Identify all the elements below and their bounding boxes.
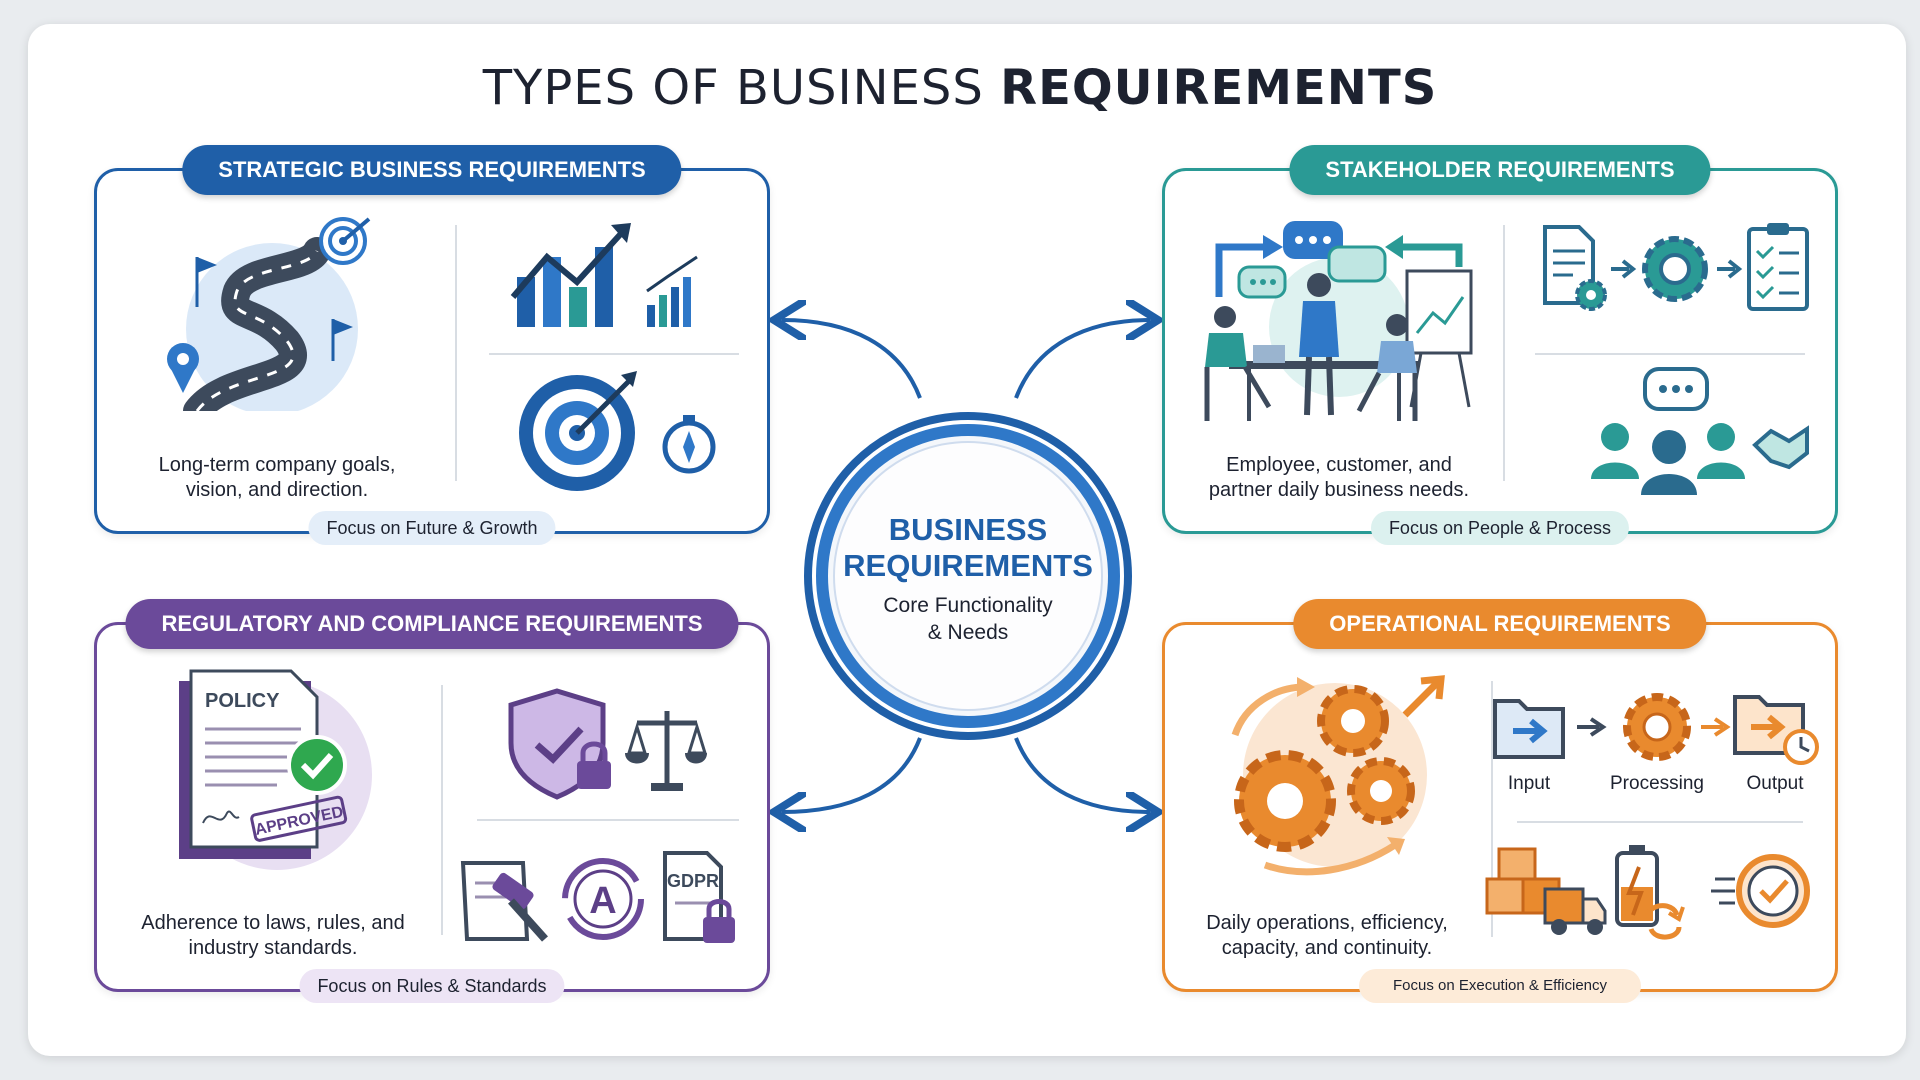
operational-divider-h (1517, 821, 1803, 823)
document-gear-checklist-icon (1543, 223, 1809, 311)
operational-desc-line1: Daily operations, efficiency, (1206, 912, 1448, 934)
road-roadmap-icon (167, 217, 371, 411)
operational-focus: Focus on Execution & Efficiency (1359, 969, 1641, 1003)
stakeholder-divider-v (1503, 225, 1505, 481)
policy-label: POLICY (205, 690, 280, 712)
flow-arrow-icon (1701, 717, 1731, 737)
processing-gear-icon (1623, 693, 1691, 761)
regulatory-heading: REGULATORY AND COMPLIANCE REQUIREMENTS (125, 599, 739, 649)
gdpr-label: GDPR (667, 871, 719, 891)
center-sub-line1: Core Functionality (883, 594, 1053, 617)
arrow-to-regulatory (782, 737, 922, 812)
operational-description: Daily operations, efficiency, capacity, … (1167, 911, 1487, 961)
regulatory-divider-h (477, 819, 739, 821)
input-folder-icon (1493, 699, 1565, 759)
stakeholder-desc-line2: partner daily business needs. (1208, 479, 1470, 501)
flow-label-processing: Processing (1610, 773, 1704, 794)
operational-card: OPERATIONAL REQUIREMENTS Input Processin… (1162, 599, 1838, 1003)
output-folder-clock-icon (1733, 695, 1819, 765)
arrow-to-strategic (782, 320, 922, 399)
center-sub-line2: & Needs (927, 621, 1009, 644)
strategic-divider-h (489, 353, 739, 355)
team-meeting-icon (1204, 221, 1473, 421)
target-compass-icon (519, 371, 716, 491)
regulatory-desc-line1: Adherence to laws, rules, and (141, 912, 405, 934)
stakeholder-desc-line1: Employee, customer, and (1226, 454, 1452, 476)
gears-cycle-icon (1231, 675, 1445, 876)
arrow-to-stakeholder (1014, 320, 1150, 399)
operational-desc-line2: capacity, and continuity. (1221, 937, 1433, 959)
growth-chart-icon (510, 223, 698, 327)
strategic-desc-line2: vision, and direction. (185, 479, 369, 501)
center-title-line1: BUSINESS (888, 512, 1048, 547)
regulatory-divider-v (441, 685, 443, 935)
a-letter: A (589, 880, 616, 922)
stakeholder-card: STAKEHOLDER REQUIREMENTS (1162, 145, 1838, 545)
stakeholder-description: Employee, customer, and partner daily bu… (1179, 453, 1499, 503)
strategic-card: STRATEGIC BUSINESS REQUIREMENTS (94, 145, 770, 545)
strategic-heading: STRATEGIC BUSINESS REQUIREMENTS (182, 145, 682, 195)
center-subtitle: Core Functionality & Needs (800, 592, 1136, 646)
page-title: TYPES OF BUSINESS REQUIREMENTS (0, 60, 1920, 116)
center-title: BUSINESS REQUIREMENTS (800, 512, 1136, 584)
delivery-battery-clock-icon (1485, 845, 1810, 940)
center-circle: BUSINESS REQUIREMENTS Core Functionality… (800, 408, 1136, 744)
strategic-focus: Focus on Future & Growth (308, 511, 556, 545)
people-handshake-icon (1591, 367, 1809, 495)
stakeholder-focus: Focus on People & Process (1370, 511, 1630, 545)
flow-label-output: Output (1746, 773, 1804, 794)
flow-label-input: Input (1507, 773, 1551, 794)
center-title-line2: REQUIREMENTS (843, 548, 1093, 583)
regulatory-desc-line2: industry standards. (188, 937, 358, 959)
title-bold-part: REQUIREMENTS (1000, 60, 1438, 116)
stakeholder-heading: STAKEHOLDER REQUIREMENTS (1289, 145, 1711, 195)
regulatory-focus: Focus on Rules & Standards (299, 969, 565, 1003)
policy-document-icon: POLICY APPROVED (179, 669, 372, 870)
strategic-description: Long-term company goals, vision, and dir… (117, 453, 437, 503)
center-ring (804, 412, 1132, 740)
shield-lock-scales-icon (508, 688, 707, 800)
arrow-to-operational (1014, 737, 1150, 812)
regulatory-description: Adherence to laws, rules, and industry s… (113, 911, 433, 961)
title-light-part: TYPES OF BUSINESS (482, 60, 984, 116)
gavel-a-gdpr-icon: A GDPR (460, 851, 735, 943)
flow-arrow-icon (1577, 717, 1607, 737)
strategic-divider-v (455, 225, 457, 481)
strategic-desc-line1: Long-term company goals, (158, 454, 396, 476)
operational-heading: OPERATIONAL REQUIREMENTS (1293, 599, 1707, 649)
operational-divider-v (1491, 681, 1493, 937)
stakeholder-divider-h (1535, 353, 1805, 355)
regulatory-card: REGULATORY AND COMPLIANCE REQUIREMENTS P… (94, 599, 770, 1003)
